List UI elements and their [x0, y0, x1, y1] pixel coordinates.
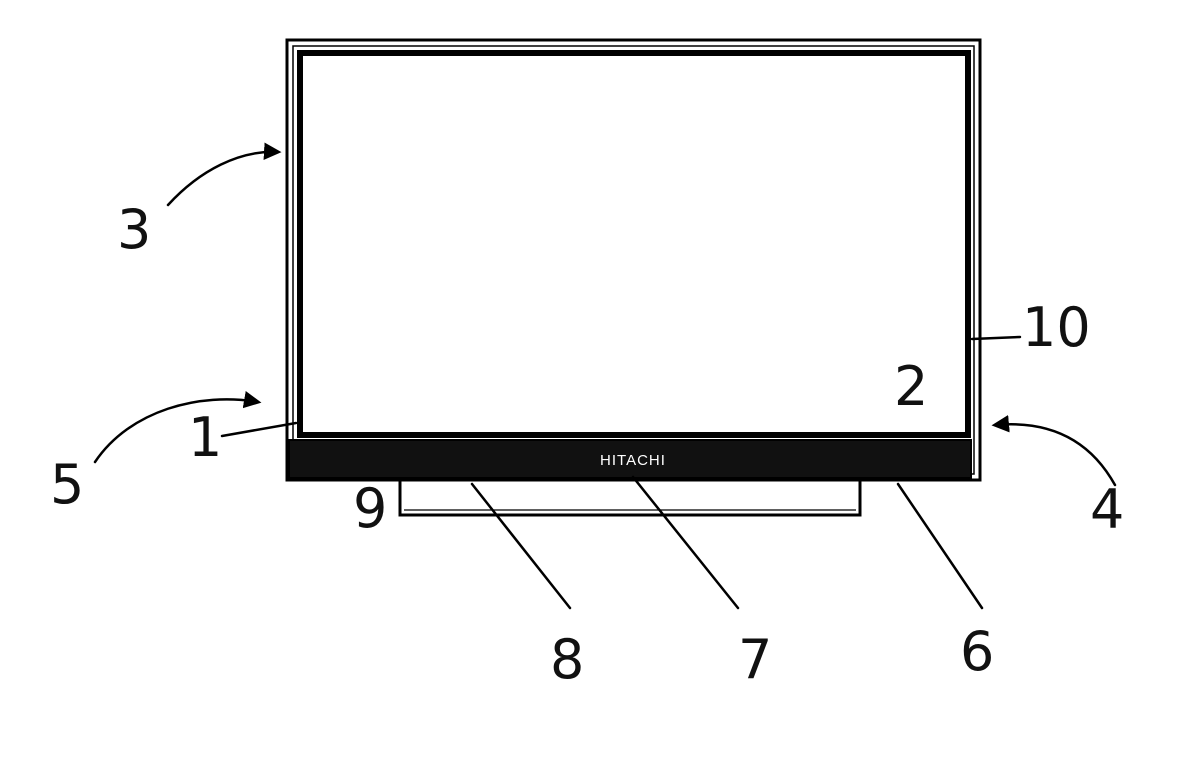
tv-bottom-bezel: [288, 439, 972, 479]
leader-line-8: [470, 482, 572, 610]
brand-logo-text: HITACHI: [600, 452, 666, 469]
ref-numeral-7: 7: [738, 628, 772, 691]
leader-line-4: [991, 415, 1117, 487]
leader-line-1: [220, 421, 298, 438]
tv-screen: [297, 50, 971, 438]
ref-numeral-1: 1: [188, 406, 222, 469]
leader-line-6: [896, 482, 984, 610]
leader-line-5: [93, 391, 262, 464]
leader-line-3: [166, 142, 282, 207]
leader-line-10: [970, 335, 1022, 341]
ref-numeral-2: 2: [894, 355, 928, 418]
ref-numeral-10: 10: [1022, 296, 1091, 359]
ref-numeral-8: 8: [550, 628, 584, 691]
ref-numeral-9: 9: [353, 477, 387, 540]
tv-stand: [398, 480, 862, 517]
ref-numeral-4: 4: [1090, 478, 1124, 541]
ref-numeral-5: 5: [50, 453, 84, 516]
ref-numeral-3: 3: [117, 198, 151, 261]
leader-line-7: [631, 475, 740, 610]
ref-numeral-6: 6: [960, 620, 994, 683]
